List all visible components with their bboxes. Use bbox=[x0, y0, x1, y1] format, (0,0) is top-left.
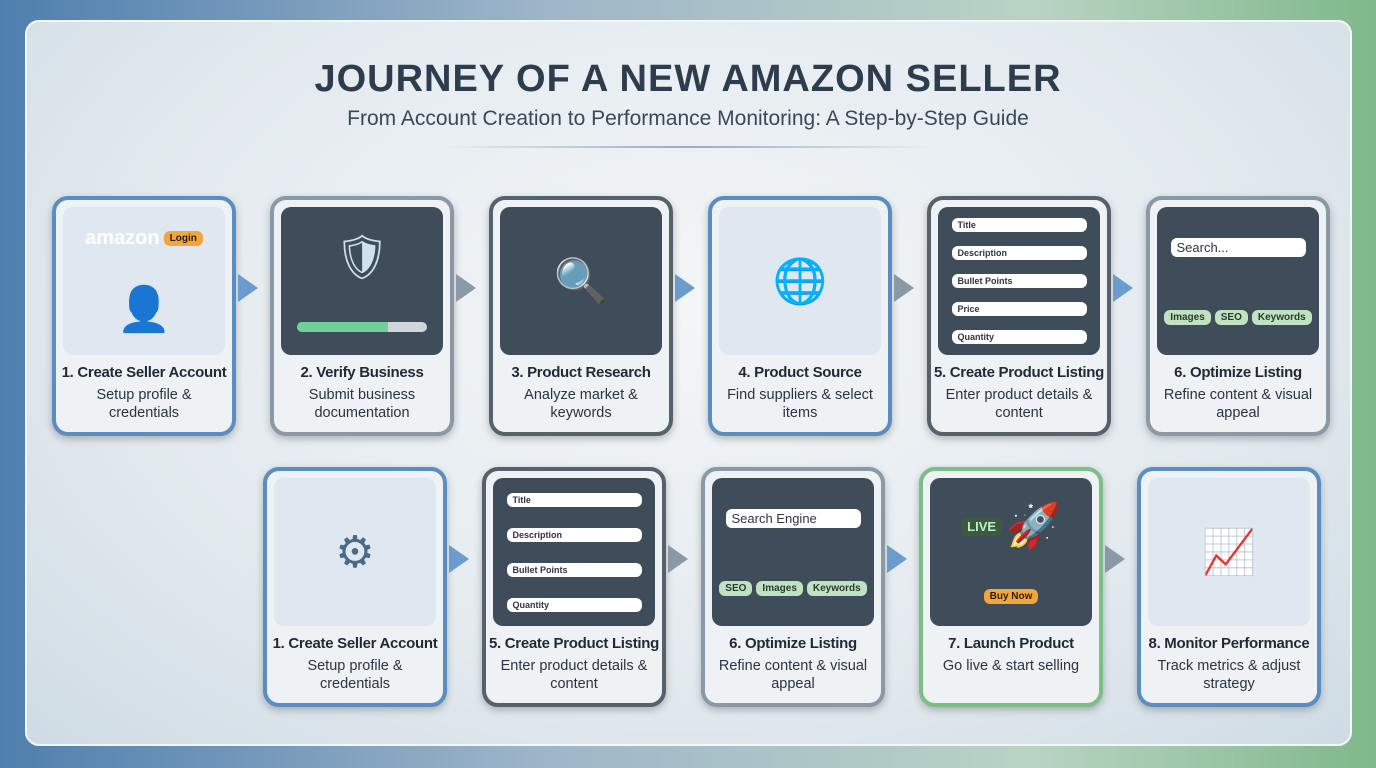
step-description: Setup profile & credentials bbox=[307, 658, 403, 692]
step-title: 2. Verify Business bbox=[300, 364, 424, 381]
step-description: Enter product details & content bbox=[500, 658, 648, 692]
live-badge: LIVE bbox=[961, 516, 1003, 536]
infographic-frame bbox=[25, 20, 1352, 746]
step-card: LIVE🚀 Buy Now 7. Launch Product Go live &… bbox=[919, 467, 1103, 707]
shield-check-icon: 🛡 bbox=[334, 232, 390, 282]
step-illustration: ⚙ bbox=[274, 478, 436, 626]
step-title: 8. Monitor Performance bbox=[1148, 635, 1310, 652]
step-title: 4. Product Source bbox=[738, 364, 862, 381]
step-description: Refine content & visual appeal bbox=[1163, 387, 1313, 421]
step-illustration: 🛡 bbox=[281, 207, 443, 355]
form-field: Title bbox=[506, 492, 642, 507]
tag-chip: Images bbox=[756, 580, 803, 596]
flow-arrow bbox=[894, 274, 914, 302]
step-description: Submit business documentation bbox=[308, 387, 416, 421]
gear-icon: ⚙ bbox=[335, 527, 375, 577]
tag-chip: SEO bbox=[1214, 309, 1248, 325]
search-bar: Search Engine bbox=[725, 508, 861, 528]
step-title: 3. Product Research bbox=[511, 364, 651, 381]
step-description: Find suppliers & select items bbox=[727, 387, 873, 421]
user-icon: 👤 bbox=[116, 284, 172, 334]
step-description: Go live & start selling bbox=[942, 658, 1080, 674]
step-description: Setup profile & credentials bbox=[96, 387, 192, 421]
form-field: Title bbox=[951, 218, 1087, 232]
step-illustration: 🌐 bbox=[719, 207, 881, 355]
form-field: Bullet Points bbox=[506, 562, 642, 577]
flow-arrow bbox=[449, 545, 469, 573]
amazon-logo: amazon bbox=[85, 227, 160, 250]
tag-chip: Keywords bbox=[806, 580, 867, 596]
login-button: Login bbox=[163, 231, 203, 247]
form-field: Description bbox=[951, 246, 1087, 260]
flow-arrow bbox=[238, 274, 258, 302]
step-illustration: 🔍 bbox=[500, 207, 662, 355]
form-field: Quantity bbox=[951, 330, 1087, 344]
progress-bar bbox=[297, 321, 427, 332]
step-title: 6. Optimize Listing bbox=[729, 635, 857, 652]
step-card: 📈 8. Monitor Performance Track metrics &… bbox=[1137, 467, 1321, 707]
step-title: 5. Create Product Listing bbox=[933, 364, 1105, 381]
magnifier-icon: 🔍 bbox=[553, 257, 609, 306]
step-description: Track metrics & adjust strategy bbox=[1157, 658, 1301, 692]
step-card: ⚙ 1. Create Seller Account Setup profile… bbox=[263, 467, 447, 707]
step-description: Analyze market & keywords bbox=[524, 387, 638, 421]
step-title: 1. Create Seller Account bbox=[272, 635, 438, 652]
tag-chip: Images bbox=[1164, 309, 1211, 325]
page-title: JOURNEY OF A NEW AMAZON SELLER bbox=[314, 58, 1062, 100]
chart-icon: 📈 bbox=[1201, 528, 1257, 577]
form-field: Price bbox=[951, 302, 1087, 316]
step-illustration: 📈 bbox=[1148, 478, 1310, 626]
flow-arrow bbox=[1105, 545, 1125, 573]
step-illustration: LIVE🚀 Buy Now bbox=[930, 478, 1092, 626]
step-card: 🔍 3. Product Research Analyze market & k… bbox=[489, 196, 673, 436]
step-description: Enter product details & content bbox=[945, 387, 1093, 421]
tag-chip: SEO bbox=[719, 580, 753, 596]
form-field: Bullet Points bbox=[951, 274, 1087, 288]
step-card: 🛡 2. Verify Business Submit business doc… bbox=[270, 196, 454, 436]
flow-arrow bbox=[668, 545, 688, 573]
buy-now-button: Buy Now bbox=[983, 588, 1039, 604]
step-card: 🌐 4. Product Source Find suppliers & sel… bbox=[708, 196, 892, 436]
rocket-icon: 🚀 bbox=[1006, 502, 1061, 552]
step-title: 7. Launch Product bbox=[948, 635, 1074, 652]
form-field: Quantity bbox=[506, 597, 642, 612]
flow-arrow bbox=[887, 545, 907, 573]
form-field: Description bbox=[506, 527, 642, 542]
divider bbox=[440, 146, 936, 148]
step-description: Refine content & visual appeal bbox=[718, 658, 868, 692]
search-bar: Search... bbox=[1170, 237, 1306, 257]
flow-arrow bbox=[675, 274, 695, 302]
globe-icon: 🌐 bbox=[772, 257, 828, 306]
step-title: 1. Create Seller Account bbox=[61, 364, 227, 381]
flow-arrow bbox=[1113, 274, 1133, 302]
page-subtitle: From Account Creation to Performance Mon… bbox=[347, 107, 1029, 130]
flow-arrow bbox=[456, 274, 476, 302]
step-title: 5. Create Product Listing bbox=[488, 635, 660, 652]
step-title: 6. Optimize Listing bbox=[1174, 364, 1302, 381]
tag-chip: Keywords bbox=[1251, 309, 1312, 325]
